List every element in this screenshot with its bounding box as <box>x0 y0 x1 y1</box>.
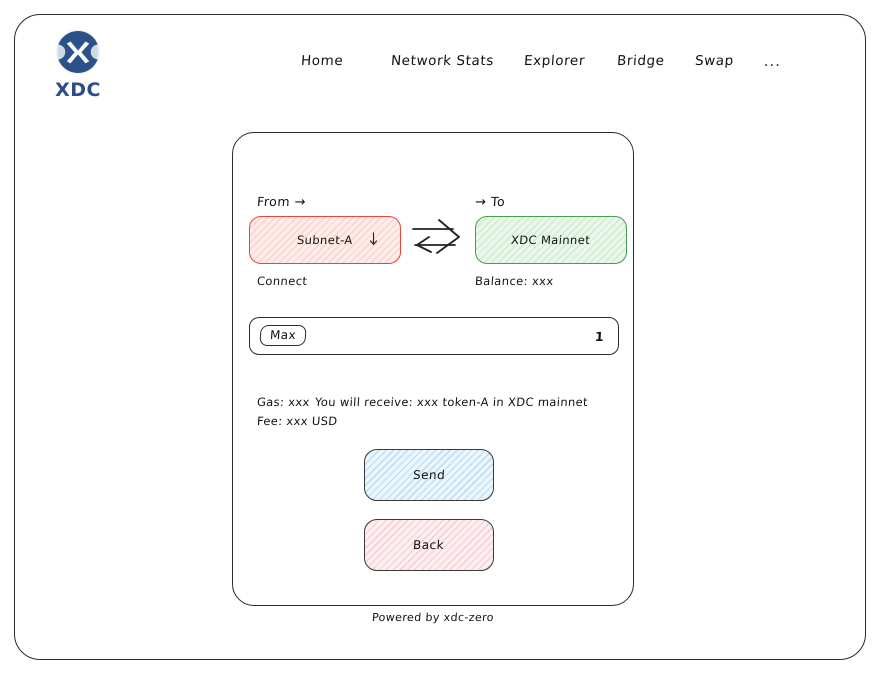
arrow-right-icon: → <box>293 195 307 210</box>
footer-note: Powered by xdc-zero <box>232 611 634 624</box>
to-chain-select[interactable]: XDC Mainnet <box>475 216 627 264</box>
nav-item-explorer[interactable]: Explorer <box>523 53 586 69</box>
info-receive: You will receive: xxx token-A in XDC mai… <box>314 395 589 409</box>
send-button-label: Send <box>412 468 446 482</box>
nav-item-bridge[interactable]: Bridge <box>616 53 666 69</box>
from-label: From → <box>248 194 307 212</box>
transaction-info: Gas: xxx You will receive: xxx token-A i… <box>257 391 617 429</box>
to-chain-column: → To XDC Mainnet Balance: xxx <box>475 191 627 289</box>
max-button[interactable]: Max <box>259 325 307 347</box>
arrow-right-icon: → <box>474 195 487 210</box>
to-label: → To <box>474 194 506 212</box>
from-chain-column: From → Subnet-A Connect <box>249 191 401 289</box>
from-chain-select[interactable]: Subnet-A <box>249 216 401 264</box>
nav-item-network-stats[interactable]: Network Stats <box>390 53 495 69</box>
xdc-circle-x-icon <box>51 25 105 79</box>
info-gas: Gas: xxx <box>256 395 311 409</box>
back-button[interactable]: Back <box>364 519 494 571</box>
chain-selector-row: From → Subnet-A Connect <box>233 191 633 311</box>
bridge-card: From → Subnet-A Connect <box>232 132 634 606</box>
top-navigation: Home Network Stats Explorer Bridge Swap … <box>300 48 781 74</box>
send-button[interactable]: Send <box>364 449 494 501</box>
back-button-label: Back <box>412 538 446 552</box>
brand-wordmark: XDC <box>55 79 101 101</box>
footer-note-text: Powered by xdc-zero <box>371 611 495 624</box>
connect-wallet-link[interactable]: Connect <box>256 274 308 288</box>
nav-overflow-button[interactable]: ... <box>763 52 782 70</box>
brand-logo[interactable]: XDC <box>45 25 111 101</box>
swap-arrows-icon[interactable] <box>409 215 467 261</box>
amount-input[interactable]: 1 <box>594 328 605 344</box>
info-fee: Fee: xxx USD <box>256 414 339 428</box>
balance-text: Balance: xxx <box>474 274 555 288</box>
chevron-down-icon <box>369 232 378 248</box>
amount-input-row[interactable]: Max 1 <box>249 317 619 355</box>
to-label-text: To <box>490 194 506 209</box>
nav-item-swap[interactable]: Swap <box>694 53 735 69</box>
from-label-text: From <box>256 194 291 209</box>
to-chain-value: XDC Mainnet <box>510 233 592 247</box>
from-chain-value: Subnet-A <box>296 233 354 247</box>
nav-item-home[interactable]: Home <box>300 53 344 69</box>
